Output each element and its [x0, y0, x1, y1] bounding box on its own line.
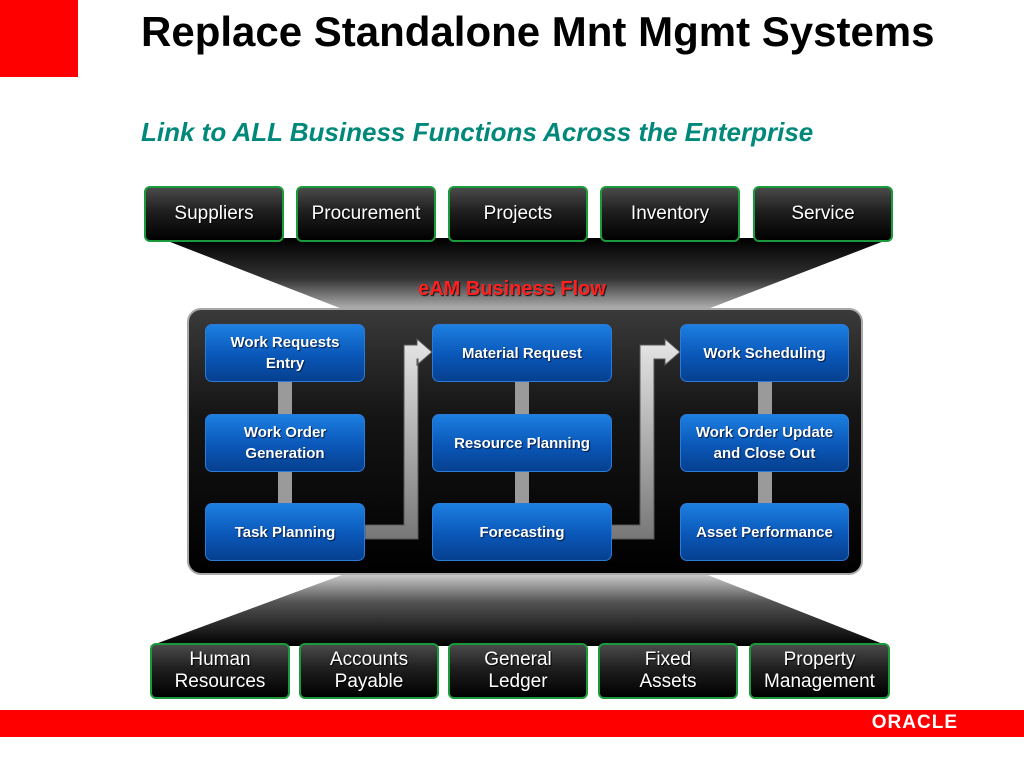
step-forecasting: Forecasting	[432, 503, 612, 561]
bottom-funnel	[150, 572, 888, 646]
module-general-ledger: General Ledger	[448, 643, 588, 699]
module-inventory: Inventory	[600, 186, 740, 242]
slide-subtitle: Link to ALL Business Functions Across th…	[141, 117, 814, 147]
step-task-planning: Task Planning	[205, 503, 365, 561]
slide-title: Replace Standalone Mnt Mgmt Systems	[141, 8, 935, 55]
step-work-order-update: Work Order Update and Close Out	[680, 414, 849, 472]
step-material-request: Material Request	[432, 324, 612, 382]
step-asset-performance: Asset Performance	[680, 503, 849, 561]
step-work-requests-entry: Work Requests Entry	[205, 324, 365, 382]
step-work-scheduling: Work Scheduling	[680, 324, 849, 382]
module-projects: Projects	[448, 186, 588, 242]
module-service: Service	[753, 186, 893, 242]
flow-title: eAM Business Flow	[418, 278, 606, 300]
footer-bar	[0, 710, 1024, 737]
oracle-logo: ORACLE	[871, 712, 958, 733]
module-suppliers: Suppliers	[144, 186, 284, 242]
module-accounts-payable: Accounts Payable	[299, 643, 439, 699]
flow-arrow-2	[610, 337, 681, 540]
step-work-order-generation: Work Order Generation	[205, 414, 365, 472]
red-corner-block	[0, 0, 78, 77]
module-property-management: Property Management	[749, 643, 890, 699]
module-procurement: Procurement	[296, 186, 436, 242]
top-funnel	[160, 238, 892, 312]
module-human-resources: Human Resources	[150, 643, 290, 699]
flow-arrow-1	[364, 337, 433, 540]
module-fixed-assets: Fixed Assets	[598, 643, 738, 699]
step-resource-planning: Resource Planning	[432, 414, 612, 472]
